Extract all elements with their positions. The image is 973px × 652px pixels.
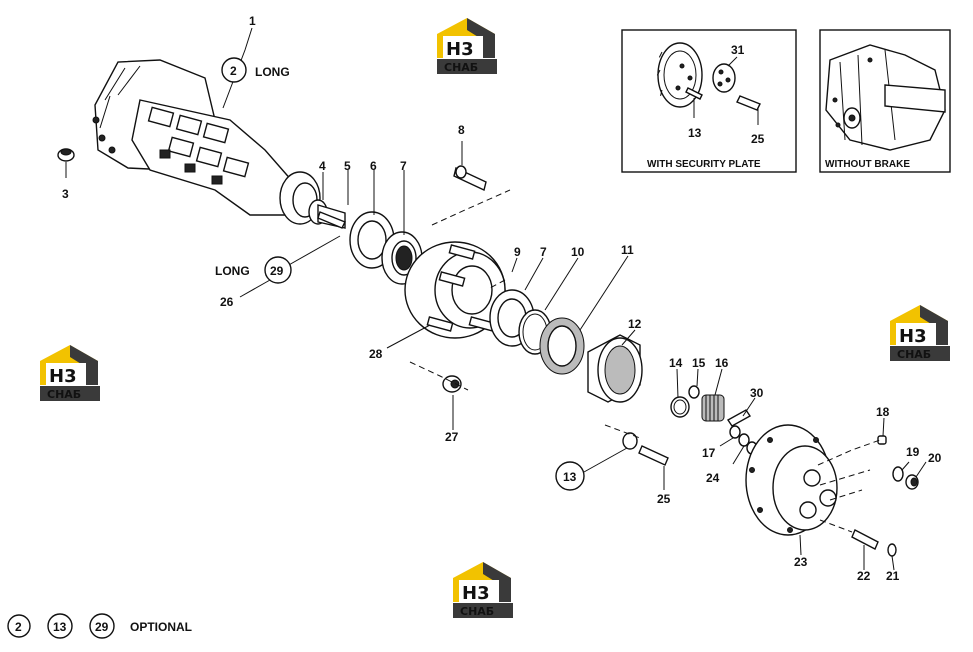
watermark-logo-letters: H3 [899, 326, 927, 347]
callout-9: 9 [514, 245, 521, 259]
callout-23: 23 [794, 555, 808, 569]
pin-30 [726, 409, 752, 427]
inset-security-plate: 31 13 25 WITH SECURITY PLATE [621, 29, 797, 173]
inset-without-brake: WITHOUT BRAKE [819, 29, 951, 173]
callout-20: 20 [928, 451, 942, 465]
circled-callouts: 2 29 13 [221, 57, 585, 491]
callout-17: 17 [702, 446, 716, 460]
callout-14: 14 [669, 356, 683, 370]
callout-16: 16 [715, 356, 729, 370]
callout-21: 21 [886, 569, 900, 583]
washer-21 [887, 543, 897, 557]
axle-housing [92, 59, 346, 229]
alignment-lines [409, 189, 881, 533]
ring-gear-11 [539, 317, 585, 375]
watermark-logo-letters: H3 [462, 583, 490, 604]
watermark-logo-word: CHAБ [47, 388, 81, 401]
callout-22: 22 [857, 569, 871, 583]
watermark-logo-letters: H3 [49, 366, 77, 387]
callout-numbers: 1 3 4 5 6 7 8 9 7 10 11 12 14 15 16 30 1… [62, 14, 942, 583]
callout-28: 28 [369, 347, 383, 361]
callout-27: 27 [445, 430, 459, 444]
optional-legend: 2 13 29 OPTIONAL [7, 613, 192, 639]
watermark-logo-letters: H3 [446, 39, 474, 60]
long-label-top: LONG [255, 65, 290, 79]
wheel-nut-27 [442, 375, 462, 393]
plug-3 [57, 148, 75, 162]
inset-caption-security-plate: WITH SECURITY PLATE [647, 159, 761, 170]
legend-callout-2: 2 [15, 620, 22, 634]
callout-30: 30 [750, 386, 764, 400]
stud-bolt-8 [453, 165, 487, 191]
callout-10: 10 [571, 245, 585, 259]
callout-6: 6 [370, 159, 377, 173]
leader-lines [65, 27, 927, 571]
inset-callout-31: 31 [731, 43, 745, 57]
callout-8: 8 [458, 123, 465, 137]
callout-19: 19 [906, 445, 920, 459]
callout-24: 24 [706, 471, 720, 485]
washer-15 [688, 385, 700, 399]
callout-26: 26 [220, 295, 234, 309]
plug-20 [905, 474, 919, 490]
inset-callout-25: 25 [751, 132, 765, 146]
callout-18: 18 [876, 405, 890, 419]
callout-12: 12 [628, 317, 642, 331]
circled-callout-2: 2 [230, 64, 237, 78]
bolt-22 [851, 529, 879, 550]
callout-7a: 7 [400, 159, 407, 173]
callout-25: 25 [657, 492, 671, 506]
axle-shaft-26 [317, 211, 346, 229]
optional-label: OPTIONAL [130, 620, 192, 634]
legend-callout-13: 13 [53, 620, 67, 634]
bolt-13-25 [622, 432, 669, 466]
wheel-hub-28 [404, 241, 506, 339]
circled-callout-29: 29 [270, 264, 284, 278]
ring-gear-12 [587, 334, 643, 403]
snap-ring-14 [670, 396, 690, 418]
planet-gear-16 [701, 394, 725, 422]
callout-1: 1 [249, 14, 256, 28]
callout-4: 4 [319, 159, 326, 173]
seal-19 [892, 466, 904, 482]
long-label-mid: LONG [215, 264, 250, 278]
callout-11: 11 [621, 243, 634, 257]
plug-18 [877, 435, 887, 445]
callout-5: 5 [344, 159, 351, 173]
callout-15: 15 [692, 356, 706, 370]
watermark-logo-word: CHAБ [897, 348, 931, 361]
callout-7b: 7 [540, 245, 547, 259]
inset-caption-without-brake: WITHOUT BRAKE [825, 159, 910, 170]
circled-callout-13: 13 [563, 470, 577, 484]
watermark-logo-word: CHAБ [444, 61, 478, 74]
callout-3: 3 [62, 187, 69, 201]
inset-callout-13: 13 [688, 126, 702, 140]
watermark-logo-word: CHAБ [460, 605, 494, 618]
legend-callout-29: 29 [95, 620, 109, 634]
planet-carrier-23 [745, 424, 838, 536]
